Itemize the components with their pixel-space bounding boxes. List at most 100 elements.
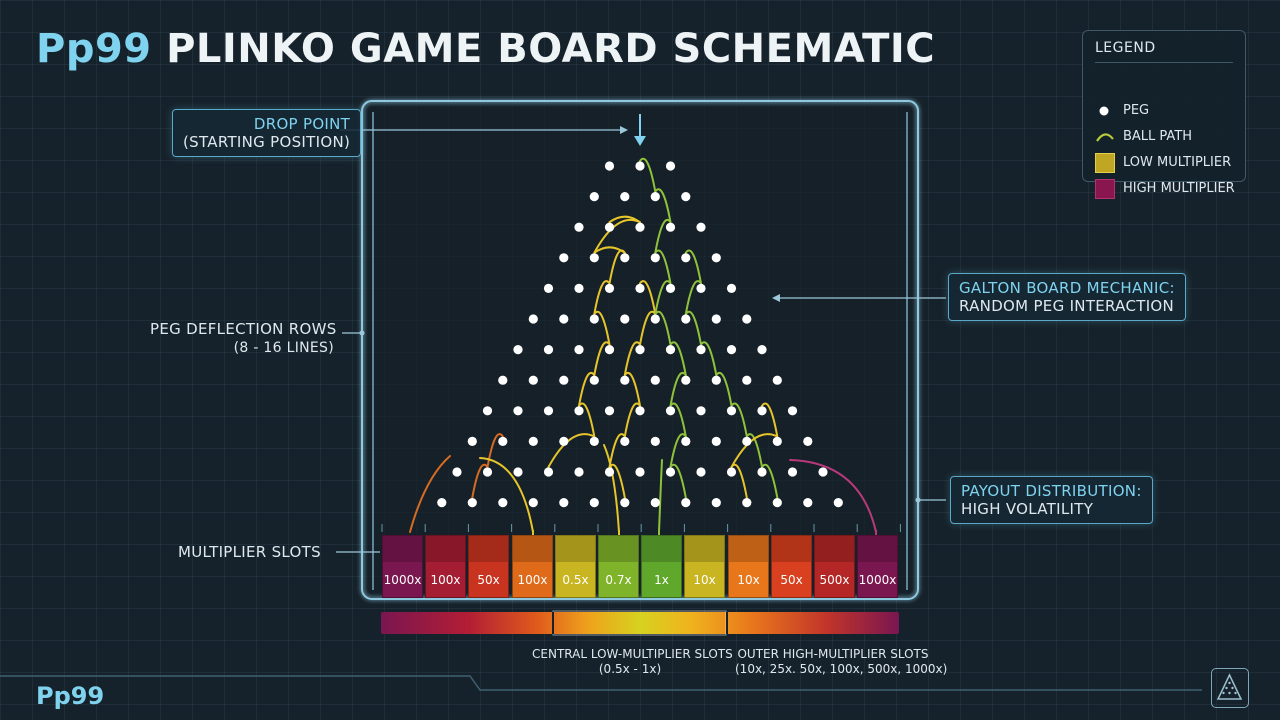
legend-label-low-multiplier: LOW MULTIPLIER: [1123, 155, 1232, 170]
peg: [574, 283, 584, 293]
legend-label-peg: PEG: [1123, 103, 1150, 118]
multiplier-slot: 1000x: [857, 535, 898, 598]
peg-rows-subtitle: (8 - 16 LINES): [233, 340, 334, 356]
peg: [711, 253, 721, 263]
footer-rule: [0, 675, 1202, 691]
peg: [681, 253, 691, 263]
peg: [665, 467, 676, 477]
peg: [681, 436, 691, 446]
slot-pocket: [772, 536, 811, 562]
peg: [635, 283, 645, 293]
multiplier-slot: 500x: [814, 535, 855, 598]
footer-brand: Pp99: [36, 682, 105, 710]
central-caption-title: CENTRAL LOW-MULTIPLIER SLOTS: [532, 647, 733, 661]
peg: [635, 467, 645, 477]
slot-multiplier-label: 100x: [430, 573, 461, 587]
peg: [513, 345, 523, 355]
peg: [757, 406, 767, 416]
peg: [772, 436, 782, 446]
peg: [681, 498, 691, 508]
peg: [711, 314, 721, 324]
peg: [772, 375, 782, 385]
peg: [467, 436, 477, 446]
peg: [528, 375, 538, 385]
peg: [498, 498, 508, 508]
peg: [452, 467, 462, 477]
multiplier-slot: 1000x: [382, 535, 423, 598]
slot-pocket: [426, 536, 465, 562]
peg: [604, 467, 615, 477]
peg: [589, 314, 599, 324]
title-text: PLINKO GAME BOARD SCHEMATIC: [166, 26, 936, 72]
legend-label-ball-path: BALL PATH: [1123, 129, 1193, 144]
ball-path-icon: [1096, 133, 1114, 142]
slot-multiplier-label: 0.7x: [605, 573, 632, 587]
legend-label-high-multiplier: HIGH MULTIPLIER: [1123, 181, 1235, 196]
peg-rows-title: PEG DEFLECTION ROWS: [150, 320, 337, 338]
payout-connector-dot: [915, 497, 921, 503]
peg: [726, 406, 737, 416]
peg: [559, 253, 569, 263]
galton-subtitle: RANDOM PEG INTERACTION: [959, 297, 1175, 315]
peg: [650, 253, 660, 263]
peg: [543, 345, 554, 355]
ball-path-drop: [603, 444, 620, 533]
peg: [665, 161, 676, 171]
peg: [528, 498, 538, 508]
peg: [742, 498, 752, 508]
peg: [772, 498, 782, 508]
slot-pocket: [685, 536, 724, 562]
peg: [604, 406, 615, 416]
peg: [696, 345, 706, 355]
peg: [589, 192, 599, 202]
peg: [604, 161, 615, 171]
peg: [574, 222, 584, 232]
ball-paths: [409, 157, 877, 533]
peg: [742, 436, 752, 446]
peg: [665, 345, 676, 355]
ball-path-drop: [479, 457, 534, 533]
ball-path: [471, 433, 504, 499]
payout-title: PAYOUT DISTRIBUTION:: [961, 482, 1142, 500]
slot-pocket: [556, 536, 595, 562]
ball-path-drop: [409, 455, 451, 533]
slot-multiplier-label: 1x: [654, 573, 669, 587]
peg: [757, 345, 767, 355]
peg: [559, 436, 569, 446]
peg: [528, 436, 538, 446]
peg: [681, 192, 691, 202]
outer-caption-range: (10x, 25x. 50x, 100x, 500x, 1000x): [735, 662, 948, 676]
peg: [726, 467, 737, 477]
peg: [757, 467, 767, 477]
slot-multiplier-label: 500x: [819, 573, 850, 587]
peg: [742, 314, 752, 324]
peg: [604, 345, 615, 355]
peg: [574, 467, 584, 477]
slot-multiplier-label: 100x: [517, 573, 548, 587]
peg: [589, 436, 599, 446]
slot-pocket: [642, 536, 681, 562]
peg: [513, 406, 523, 416]
peg: [620, 192, 630, 202]
peg: [528, 314, 538, 324]
peg: [543, 283, 554, 293]
drop-point-callout: DROP POINT (STARTING POSITION): [172, 109, 362, 157]
multiplier-slot: 10x: [684, 535, 725, 598]
peg: [711, 375, 721, 385]
slot-multiplier-label: 10x: [737, 573, 760, 587]
peg: [726, 283, 737, 293]
slot-pocket: [815, 536, 854, 562]
peg: [635, 345, 645, 355]
peg-dot-icon: [1099, 106, 1109, 116]
peg: [559, 375, 569, 385]
slot-multiplier-label: 1000x: [383, 573, 422, 587]
drop-connector-head: [620, 126, 628, 134]
peg: [635, 161, 645, 171]
peg: [787, 406, 798, 416]
slot-pocket: [599, 536, 638, 562]
peg: [513, 467, 523, 477]
payout-subtitle: HIGH VOLATILITY: [961, 500, 1094, 518]
peg: [482, 406, 493, 416]
peg: [803, 498, 813, 508]
